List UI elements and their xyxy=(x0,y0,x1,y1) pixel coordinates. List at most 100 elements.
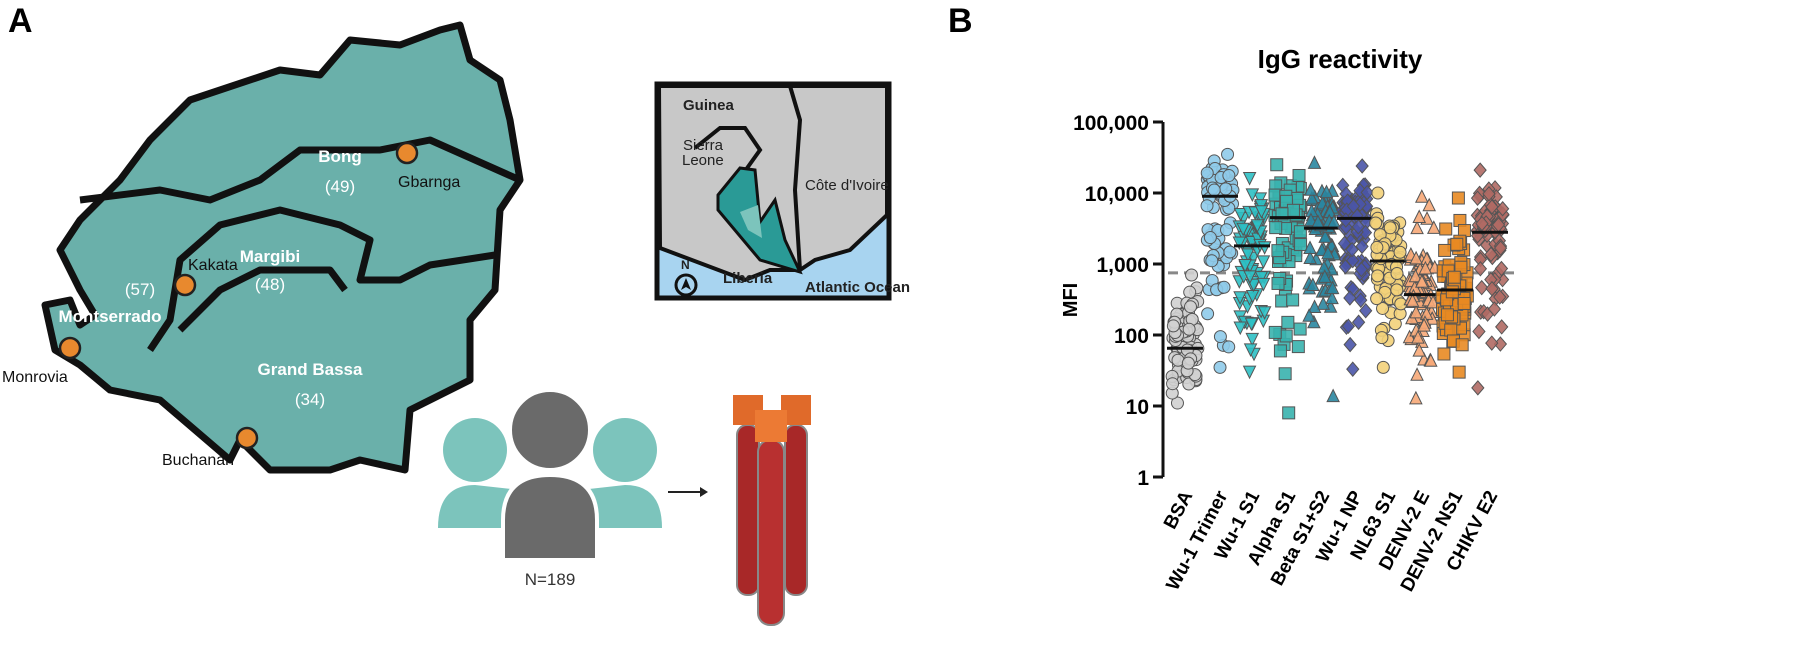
data-point xyxy=(1220,223,1234,237)
city-gbarnga: Gbarnga xyxy=(398,174,460,191)
data-point xyxy=(1268,188,1282,202)
data-point xyxy=(1292,168,1306,182)
data-point xyxy=(1437,347,1451,361)
data-point xyxy=(1494,260,1509,277)
data-point xyxy=(1325,280,1340,295)
data-point xyxy=(1222,340,1236,354)
data-point xyxy=(1253,192,1268,207)
county-montserrado-count: (57) xyxy=(125,280,155,299)
data-point xyxy=(1293,322,1307,336)
data-point xyxy=(1291,340,1305,354)
data-point xyxy=(1495,200,1510,217)
data-point xyxy=(1359,302,1373,319)
data-point xyxy=(1354,261,1369,278)
data-point xyxy=(1484,246,1498,263)
data-point xyxy=(1278,367,1292,381)
data-point xyxy=(1410,367,1424,381)
data-point xyxy=(1213,330,1227,344)
data-point xyxy=(1452,365,1466,379)
data-point xyxy=(1473,162,1487,178)
y-tick-label: 1 xyxy=(1137,467,1149,490)
data-point xyxy=(1472,323,1486,340)
data-point xyxy=(1182,377,1196,391)
data-point xyxy=(1351,219,1365,235)
data-point xyxy=(1238,259,1252,273)
data-point xyxy=(1245,188,1260,203)
data-point xyxy=(1414,189,1429,203)
data-point xyxy=(1423,353,1438,367)
data-point xyxy=(1257,306,1272,320)
data-point xyxy=(1242,365,1257,380)
data-point xyxy=(1493,240,1508,256)
data-point xyxy=(1485,280,1499,297)
data-point xyxy=(1245,332,1260,347)
inset-map xyxy=(654,81,892,301)
data-point xyxy=(1244,317,1259,332)
data-point xyxy=(1355,238,1369,255)
data-point xyxy=(1375,331,1389,345)
data-point xyxy=(1454,260,1468,274)
data-point xyxy=(1422,197,1437,212)
data-point xyxy=(1302,308,1316,322)
data-point xyxy=(1307,314,1321,329)
data-point xyxy=(1286,293,1300,307)
data-point xyxy=(1351,314,1366,331)
city-markers xyxy=(58,141,419,450)
data-point xyxy=(1371,186,1385,200)
arrow-icon xyxy=(668,487,708,497)
county-montserrado: Montserrado xyxy=(59,307,162,326)
north-arrow-label: N xyxy=(681,258,690,272)
county-grand-bassa-count: (34) xyxy=(295,390,325,409)
data-point xyxy=(1271,244,1285,258)
data-point xyxy=(1370,240,1384,254)
data-point xyxy=(1346,252,1360,269)
county-bong: Bong xyxy=(318,147,361,166)
data-point xyxy=(1415,274,1429,288)
county-margibi: Margibi xyxy=(240,247,300,266)
data-point xyxy=(1221,147,1235,161)
data-point xyxy=(1426,220,1441,234)
data-point xyxy=(1485,335,1499,351)
data-point xyxy=(1275,294,1289,308)
data-point xyxy=(1409,304,1423,319)
data-point xyxy=(1233,321,1248,336)
y-axis-label: MFI xyxy=(1060,283,1082,317)
data-point xyxy=(1271,276,1285,290)
y-tick-label: 100 xyxy=(1114,325,1149,348)
data-point xyxy=(1181,356,1195,370)
data-point xyxy=(1418,260,1433,275)
data-point xyxy=(1303,240,1317,254)
data-point xyxy=(1241,248,1255,262)
cohort-size: N=189 xyxy=(525,570,576,589)
data-point xyxy=(1233,291,1247,305)
y-tick-label: 1,000 xyxy=(1096,254,1149,277)
data-point xyxy=(1286,203,1300,217)
data-point xyxy=(1475,279,1489,296)
data-point xyxy=(1450,237,1464,251)
y-tick-label: 10,000 xyxy=(1085,183,1149,206)
data-point xyxy=(1326,388,1340,403)
data-point xyxy=(1294,238,1308,252)
data-point xyxy=(1447,270,1461,284)
data-point xyxy=(1243,343,1258,358)
data-point xyxy=(1166,377,1180,391)
data-point xyxy=(1219,182,1233,196)
data-point xyxy=(1354,292,1368,308)
data-point xyxy=(1254,271,1269,285)
data-point xyxy=(1242,172,1257,186)
data-point xyxy=(1317,269,1332,283)
data-point xyxy=(1409,250,1423,265)
data-point xyxy=(1337,235,1352,252)
data-point xyxy=(1376,360,1390,374)
data-point xyxy=(1293,225,1307,239)
data-point xyxy=(1409,390,1423,405)
county-margibi-count: (48) xyxy=(255,275,285,294)
data-point xyxy=(1475,215,1489,232)
data-point xyxy=(1390,283,1404,297)
data-point xyxy=(1439,222,1453,236)
inset-label-liberia: Liberia xyxy=(723,270,773,287)
data-point xyxy=(1485,199,1499,215)
data-point xyxy=(1319,184,1334,199)
inset-label-atlantic: Atlantic Ocean xyxy=(805,279,910,296)
